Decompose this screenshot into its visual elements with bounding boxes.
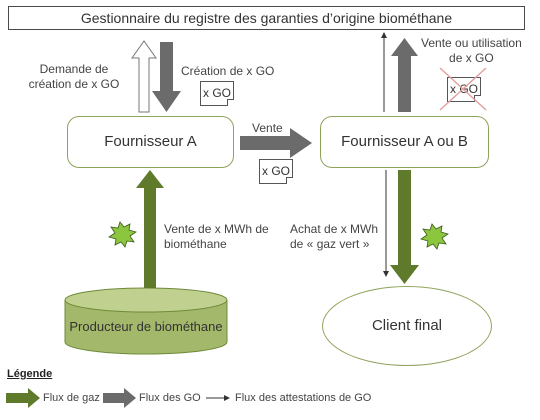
legend-title: Légende [7, 368, 53, 380]
sale-go-arrow [240, 128, 312, 158]
burst-icon [108, 221, 137, 248]
client-ellipse: Client final [322, 286, 492, 366]
green-gas-purchase-label: Achat de x MWh de « gaz vert » [290, 222, 379, 251]
legend-go-flow: Flux des GO [139, 392, 201, 404]
legend-gas-flow: Flux de gaz [43, 392, 100, 404]
go-document-sale: x GO [259, 159, 293, 184]
supplier-a-box: Fournisseur A [67, 116, 234, 168]
legend-go-arrow-icon [103, 388, 136, 408]
gas-arrow-producer [136, 170, 164, 288]
go-document-cancelled: x GO [447, 77, 481, 102]
sale-or-use-label: Vente ou utilisation de x GO [421, 36, 522, 65]
gas-arrow-client [390, 170, 419, 284]
producer-label: Producteur de biométhane [69, 319, 223, 334]
registry-header: Gestionnaire du registre des garanties d… [8, 6, 525, 30]
sale-or-use-arrow [391, 38, 418, 112]
request-arrow [131, 40, 157, 113]
request-label: Demande de création de x GO [28, 62, 120, 91]
burst-icon [420, 223, 449, 250]
legend-gas-arrow-icon [6, 388, 40, 408]
creation-label: Création de x GO [181, 64, 275, 78]
creation-arrow [152, 42, 181, 112]
legend-attestation-flow: Flux des attestations de GO [235, 392, 372, 404]
go-document-creation: x GO [200, 81, 234, 106]
sale-go-label: Vente [252, 121, 283, 135]
supplier-ab-box: Fournisseur A ou B [320, 116, 489, 168]
biomethane-sale-label: Vente de x MWh de biométhane [164, 222, 269, 251]
